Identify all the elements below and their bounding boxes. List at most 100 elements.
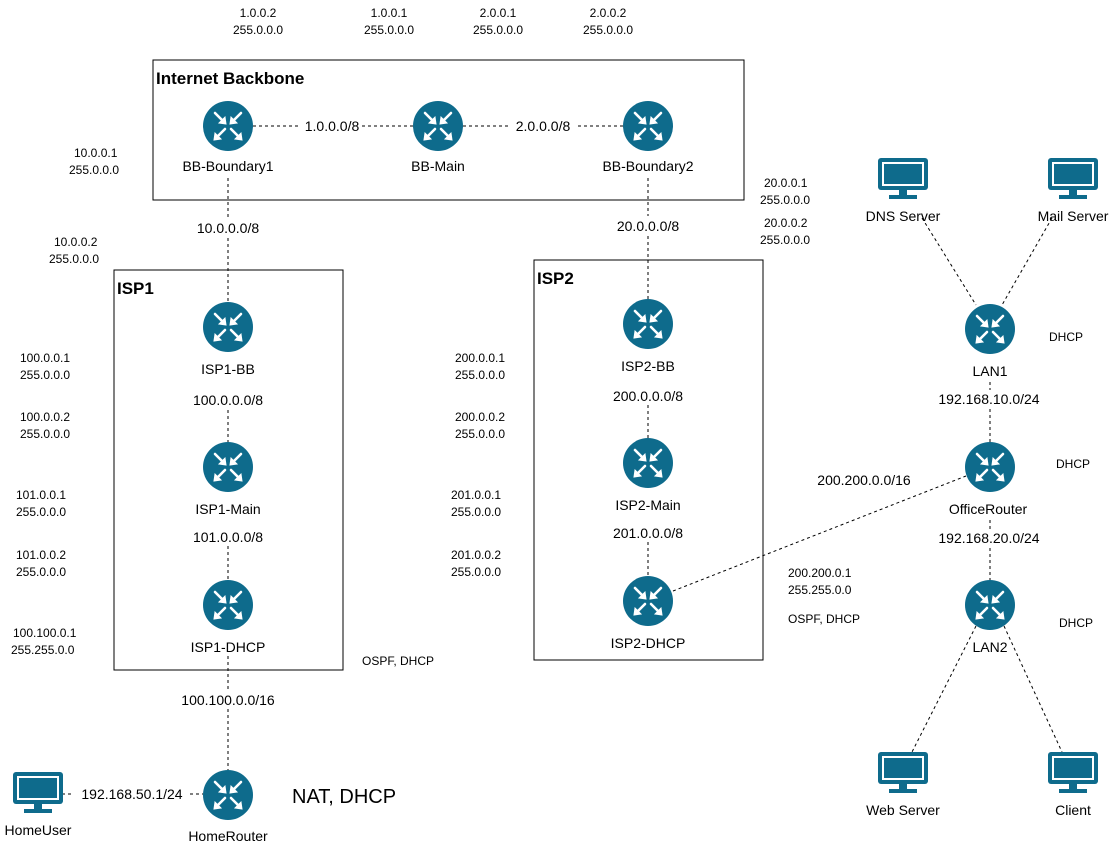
node-label-home-user: HomeUser	[5, 822, 72, 838]
ip-address: 200.0.0.1	[455, 351, 505, 365]
computer-icon[interactable]	[1048, 158, 1098, 199]
router-icon[interactable]	[621, 436, 675, 490]
node-label-isp1-main: ISP1-Main	[195, 501, 260, 517]
isp1-title: ISP1	[117, 279, 154, 298]
ip-address: 20.0.0.2	[764, 216, 808, 230]
router-icon[interactable]	[621, 574, 675, 628]
service-label-isp1: OSPF, DHCP	[362, 654, 434, 668]
ip-address: 101.0.0.2	[16, 548, 66, 562]
ip-address: 201.0.0.2	[451, 548, 501, 562]
router-icon[interactable]	[963, 302, 1017, 356]
router-icon[interactable]	[201, 578, 255, 632]
isp2-title: ISP2	[537, 269, 574, 288]
ip-address: 20.0.0.1	[764, 176, 808, 190]
link-isp2dhcp-officerouter	[672, 475, 967, 592]
ip-address: 100.0.0.1	[20, 351, 70, 365]
router-icon[interactable]	[201, 300, 255, 354]
subnet-mask: 255.0.0.0	[455, 427, 505, 441]
network-label: 192.168.20.0/24	[938, 530, 1039, 546]
subnet-mask: 255.0.0.0	[69, 163, 119, 177]
network-label: 101.0.0.0/8	[193, 529, 263, 545]
ip-address: 200.200.0.1	[788, 566, 852, 580]
ip-address: 100.100.0.1	[13, 626, 77, 640]
network-label: 1.0.0.0/8	[305, 118, 360, 134]
service-label-lan2: DHCP	[1059, 616, 1093, 630]
service-label-office: DHCP	[1056, 457, 1090, 471]
subnet-mask: 255.0.0.0	[451, 565, 501, 579]
subnet-mask: 255.0.0.0	[16, 505, 66, 519]
subnet-mask: 255.0.0.0	[455, 368, 505, 382]
network-label: 192.168.10.0/24	[938, 391, 1039, 407]
network-label: 100.0.0.0/8	[193, 392, 263, 408]
subnet-mask: 255.0.0.0	[49, 252, 99, 266]
router-icon[interactable]	[621, 297, 675, 351]
subnet-mask: 255.0.0.0	[760, 193, 810, 207]
ip-address: 10.0.0.1	[74, 146, 118, 160]
computer-icon[interactable]	[1048, 752, 1098, 793]
node-label-home-router: HomeRouter	[188, 828, 268, 844]
link-lan2-client	[1003, 625, 1063, 753]
network-label: 201.0.0.0/8	[613, 525, 683, 541]
node-label-bb-boundary1: BB-Boundary1	[182, 158, 273, 174]
ip-address: 2.0.0.1	[480, 6, 517, 20]
node-label-lan1: LAN1	[972, 363, 1007, 379]
node-label-bb-main: BB-Main	[411, 158, 465, 174]
node-label-bb-boundary2: BB-Boundary2	[602, 158, 693, 174]
subnet-mask: 255.0.0.0	[20, 427, 70, 441]
node-label-office-router: OfficeRouter	[949, 501, 1028, 517]
subnet-mask: 255.255.0.0	[11, 643, 75, 657]
node-label-isp2-bb: ISP2-BB	[621, 358, 675, 374]
node-label-web-server: Web Server	[866, 802, 940, 818]
node-label-isp1-bb: ISP1-BB	[201, 361, 255, 377]
ip-address: 101.0.0.1	[16, 488, 66, 502]
node-label-isp2-main: ISP2-Main	[615, 497, 680, 513]
service-label-lan1: DHCP	[1049, 330, 1083, 344]
router-icon[interactable]	[201, 99, 255, 153]
service-label-isp2: OSPF, DHCP	[788, 612, 860, 626]
network-label: 2.0.0.0/8	[516, 118, 571, 134]
subnet-mask: 255.0.0.0	[233, 23, 283, 37]
computer-icon[interactable]	[878, 158, 928, 199]
router-icon[interactable]	[963, 440, 1017, 494]
router-icon[interactable]	[201, 440, 255, 494]
computer-icon[interactable]	[13, 772, 63, 813]
network-label: 10.0.0.0/8	[197, 220, 259, 236]
network-label: 20.0.0.0/8	[617, 218, 679, 234]
subnet-mask: 255.0.0.0	[16, 565, 66, 579]
network-label: 200.200.0.0/16	[817, 472, 911, 488]
node-label-isp2-dhcp: ISP2-DHCP	[611, 635, 686, 651]
link-dns-lan1	[921, 217, 977, 306]
router-icon[interactable]	[621, 99, 675, 153]
node-label-client: Client	[1055, 802, 1091, 818]
subnet-mask: 255.0.0.0	[451, 505, 501, 519]
router-icon[interactable]	[201, 768, 255, 822]
subnet-mask: 255.0.0.0	[364, 23, 414, 37]
link-lan2-webserver	[911, 625, 977, 753]
backbone-group-box	[152, 59, 745, 201]
ip-address: 100.0.0.2	[20, 410, 70, 424]
ip-address: 201.0.0.1	[451, 488, 501, 502]
network-label: 100.100.0.0/16	[181, 692, 275, 708]
network-label: 200.0.0.0/8	[613, 388, 683, 404]
subnet-mask: 255.0.0.0	[583, 23, 633, 37]
ip-address: 200.0.0.2	[455, 410, 505, 424]
router-icon[interactable]	[963, 578, 1017, 632]
ip-address: 1.0.0.1	[371, 6, 408, 20]
backbone-title: Internet Backbone	[156, 69, 304, 88]
subnet-mask: 255.0.0.0	[20, 368, 70, 382]
ip-address: 2.0.0.2	[590, 6, 627, 20]
ip-address: 10.0.0.2	[54, 235, 98, 249]
subnet-mask: 255.0.0.0	[760, 233, 810, 247]
subnet-mask: 255.255.0.0	[788, 583, 852, 597]
node-label-lan2: LAN2	[972, 639, 1007, 655]
subnet-mask: 255.0.0.0	[473, 23, 523, 37]
network-label: 192.168.50.1/24	[81, 786, 182, 802]
ip-address: 1.0.0.2	[240, 6, 277, 20]
node-label-dns-server: DNS Server	[866, 208, 941, 224]
link-mail-lan1	[1001, 217, 1053, 306]
node-label-mail-server: Mail Server	[1038, 208, 1109, 224]
computer-icon[interactable]	[878, 752, 928, 793]
service-label-home: NAT, DHCP	[292, 786, 396, 808]
router-icon[interactable]	[411, 99, 465, 153]
